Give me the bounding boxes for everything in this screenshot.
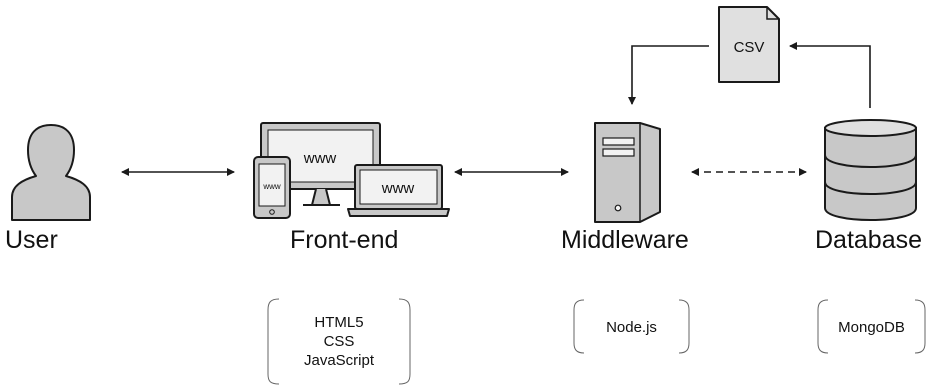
middleware-tech-list: Node.js <box>574 318 689 337</box>
tech-item-nodejs: Node.js <box>606 319 657 336</box>
frontend-tech-list: HTML5 CSS JavaScript <box>268 313 410 370</box>
devices-icon: www www www <box>253 122 450 219</box>
tech-item-mongodb: MongoDB <box>838 319 905 336</box>
server-icon <box>594 122 661 223</box>
middleware-label: Middleware <box>561 226 689 254</box>
monitor-screen-text: www <box>303 150 337 167</box>
database-icon <box>824 119 917 221</box>
user-icon <box>11 124 91 221</box>
database-label: Database <box>815 226 923 254</box>
tech-item-javascript: JavaScript <box>303 352 375 369</box>
csv-label: CSV <box>734 39 765 56</box>
database-tech-list: MongoDB <box>818 318 925 337</box>
user-label: User <box>5 226 58 254</box>
database-tech-bracket <box>817 299 926 354</box>
frontend-tech-bracket <box>267 298 411 385</box>
middleware-tech-bracket <box>573 299 690 354</box>
document-icon: CSV <box>718 6 780 83</box>
tech-item-html5: HTML5 <box>314 314 364 331</box>
phone-screen-text: www <box>262 182 281 191</box>
tech-item-css: CSS <box>323 333 355 350</box>
laptop-screen-text: www <box>381 180 415 197</box>
database-to-csv-arrow <box>789 42 871 108</box>
frontend-label: Front-end <box>290 226 399 254</box>
csv-to-middleware-arrow <box>628 45 709 105</box>
